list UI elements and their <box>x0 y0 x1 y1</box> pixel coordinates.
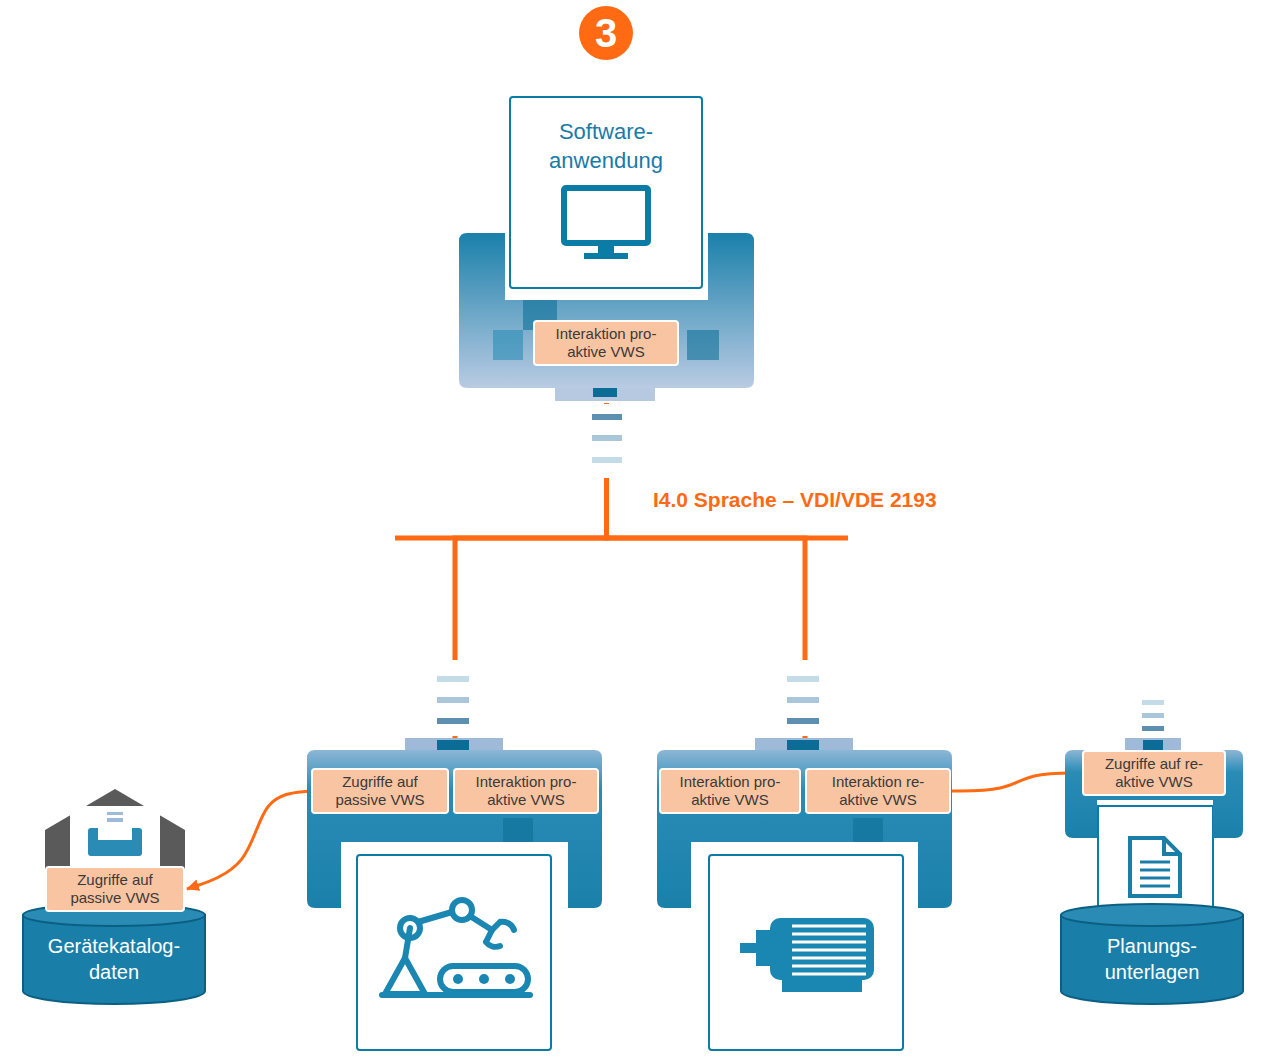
access-tag: Zugriffe auf passive VWS <box>45 866 185 912</box>
access-tag: Zugriffe auf re- aktive VWS <box>1082 750 1226 796</box>
interaction-tag: Interaktion re- aktive VWS <box>805 768 951 814</box>
node-outline <box>657 738 952 908</box>
access-tag: Zugriffe auf passive VWS <box>311 768 449 814</box>
motor-icon <box>740 918 874 992</box>
database-cylinder: Planungs- unterlagen <box>1060 903 1244 1005</box>
interaction-tag: Interaktion pro- aktive VWS <box>659 768 801 814</box>
node-text: Zugriffe auf re- aktive VWS <box>1090 755 1218 791</box>
database-cylinder: Gerätekatalog- daten <box>22 903 206 1005</box>
callout-circle <box>579 6 633 60</box>
interaction-tag: Interaktion pro- aktive VWS <box>453 768 599 814</box>
catalog-icon <box>45 789 185 915</box>
monitor-icon <box>564 188 648 259</box>
vws-shell: Software- anwendungInteraktion pro- akti… <box>459 233 754 403</box>
robot-icon <box>382 900 530 995</box>
application-box: Software- anwendung <box>509 96 703 289</box>
machine-box <box>709 855 903 1050</box>
document-icon <box>1130 838 1180 896</box>
interaction-tag: Interaktion pro- aktive VWS <box>533 320 679 366</box>
node-text: Zugriffe auf passive VWS <box>53 871 177 907</box>
node-outline <box>307 738 602 908</box>
vws-shell: Zugriffe auf re- aktive VWS <box>1065 738 1243 838</box>
node-text: Software- anwendung <box>511 118 701 175</box>
node-text: Zugriffe auf passive VWS <box>319 773 441 809</box>
protocol-label: I4.0 Sprache – VDI/VDE 2193 <box>653 488 937 512</box>
node-text: Interaktion pro- aktive VWS <box>541 325 671 361</box>
node-text: Interaktion pro- aktive VWS <box>667 773 793 809</box>
node-text: Interaktion pro- aktive VWS <box>461 773 591 809</box>
plug-stripes <box>434 404 1164 736</box>
node-text: Planungs- unterlagen <box>1060 933 1244 985</box>
node-outline <box>459 233 754 403</box>
node-text: Interaktion re- aktive VWS <box>813 773 943 809</box>
vws-shell: Interaktion pro- aktive VWS Interaktion r… <box>657 738 952 908</box>
access-arrow <box>951 773 1081 791</box>
access-arrow <box>187 791 311 889</box>
bus-connector <box>607 403 806 738</box>
bus-connector <box>455 403 607 738</box>
machine-box <box>357 855 551 1050</box>
node-text: Gerätekatalog- daten <box>22 933 206 985</box>
callout-number: 3 <box>595 11 617 56</box>
document-box <box>1098 806 1213 916</box>
vws-shell: Zugriffe auf passive VWS Interaktion pro-… <box>307 738 602 908</box>
